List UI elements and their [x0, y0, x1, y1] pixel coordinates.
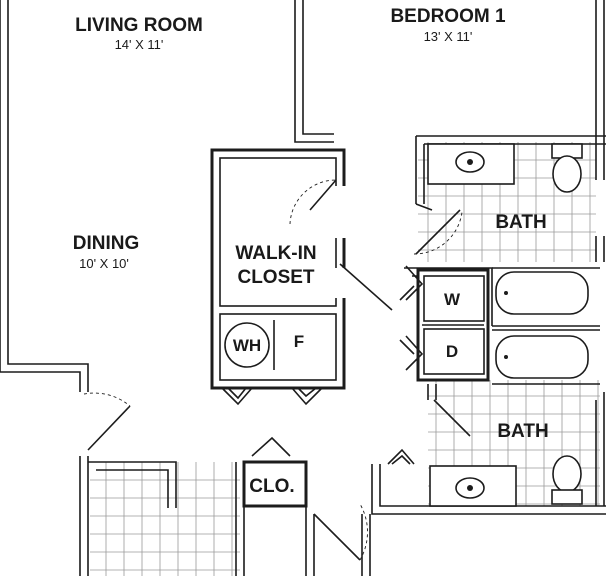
living-room-name: LIVING ROOM: [75, 15, 203, 36]
walk-in-closet-label: WALK-IN CLOSET: [235, 243, 316, 288]
furnace-label: F: [294, 332, 304, 351]
dining-dimensions: 10' X 10': [79, 256, 129, 271]
dryer-label: D: [446, 342, 458, 361]
entry-tile-floor: [90, 462, 240, 576]
walk-in-closet-line-1: WALK-IN: [235, 243, 316, 264]
dining-label: DINING 10' X 10': [73, 233, 140, 271]
bedroom-1-name: BEDROOM 1: [390, 6, 506, 27]
water-heater-symbol: [224, 322, 270, 368]
washer-label: W: [444, 290, 461, 309]
water-heater-label: WH: [233, 336, 261, 355]
doors: [83, 179, 471, 561]
lower-bath-fixtures: [429, 335, 589, 507]
dining-name: DINING: [73, 233, 140, 254]
walk-in-closet-line-2: CLOSET: [237, 267, 314, 288]
bedroom-1-label: BEDROOM 1 13' X 11': [390, 6, 506, 44]
upper-bath-fixtures: [427, 143, 589, 315]
living-room-label: LIVING ROOM 14' X 11': [75, 15, 203, 52]
living-room-dimensions: 14' X 11': [115, 37, 164, 52]
closet-label: CLO.: [249, 476, 294, 497]
bedroom-1-dimensions: 13' X 11': [424, 29, 473, 44]
upper-bath-label: BATH: [495, 212, 546, 233]
lower-bath-label: BATH: [497, 421, 548, 442]
